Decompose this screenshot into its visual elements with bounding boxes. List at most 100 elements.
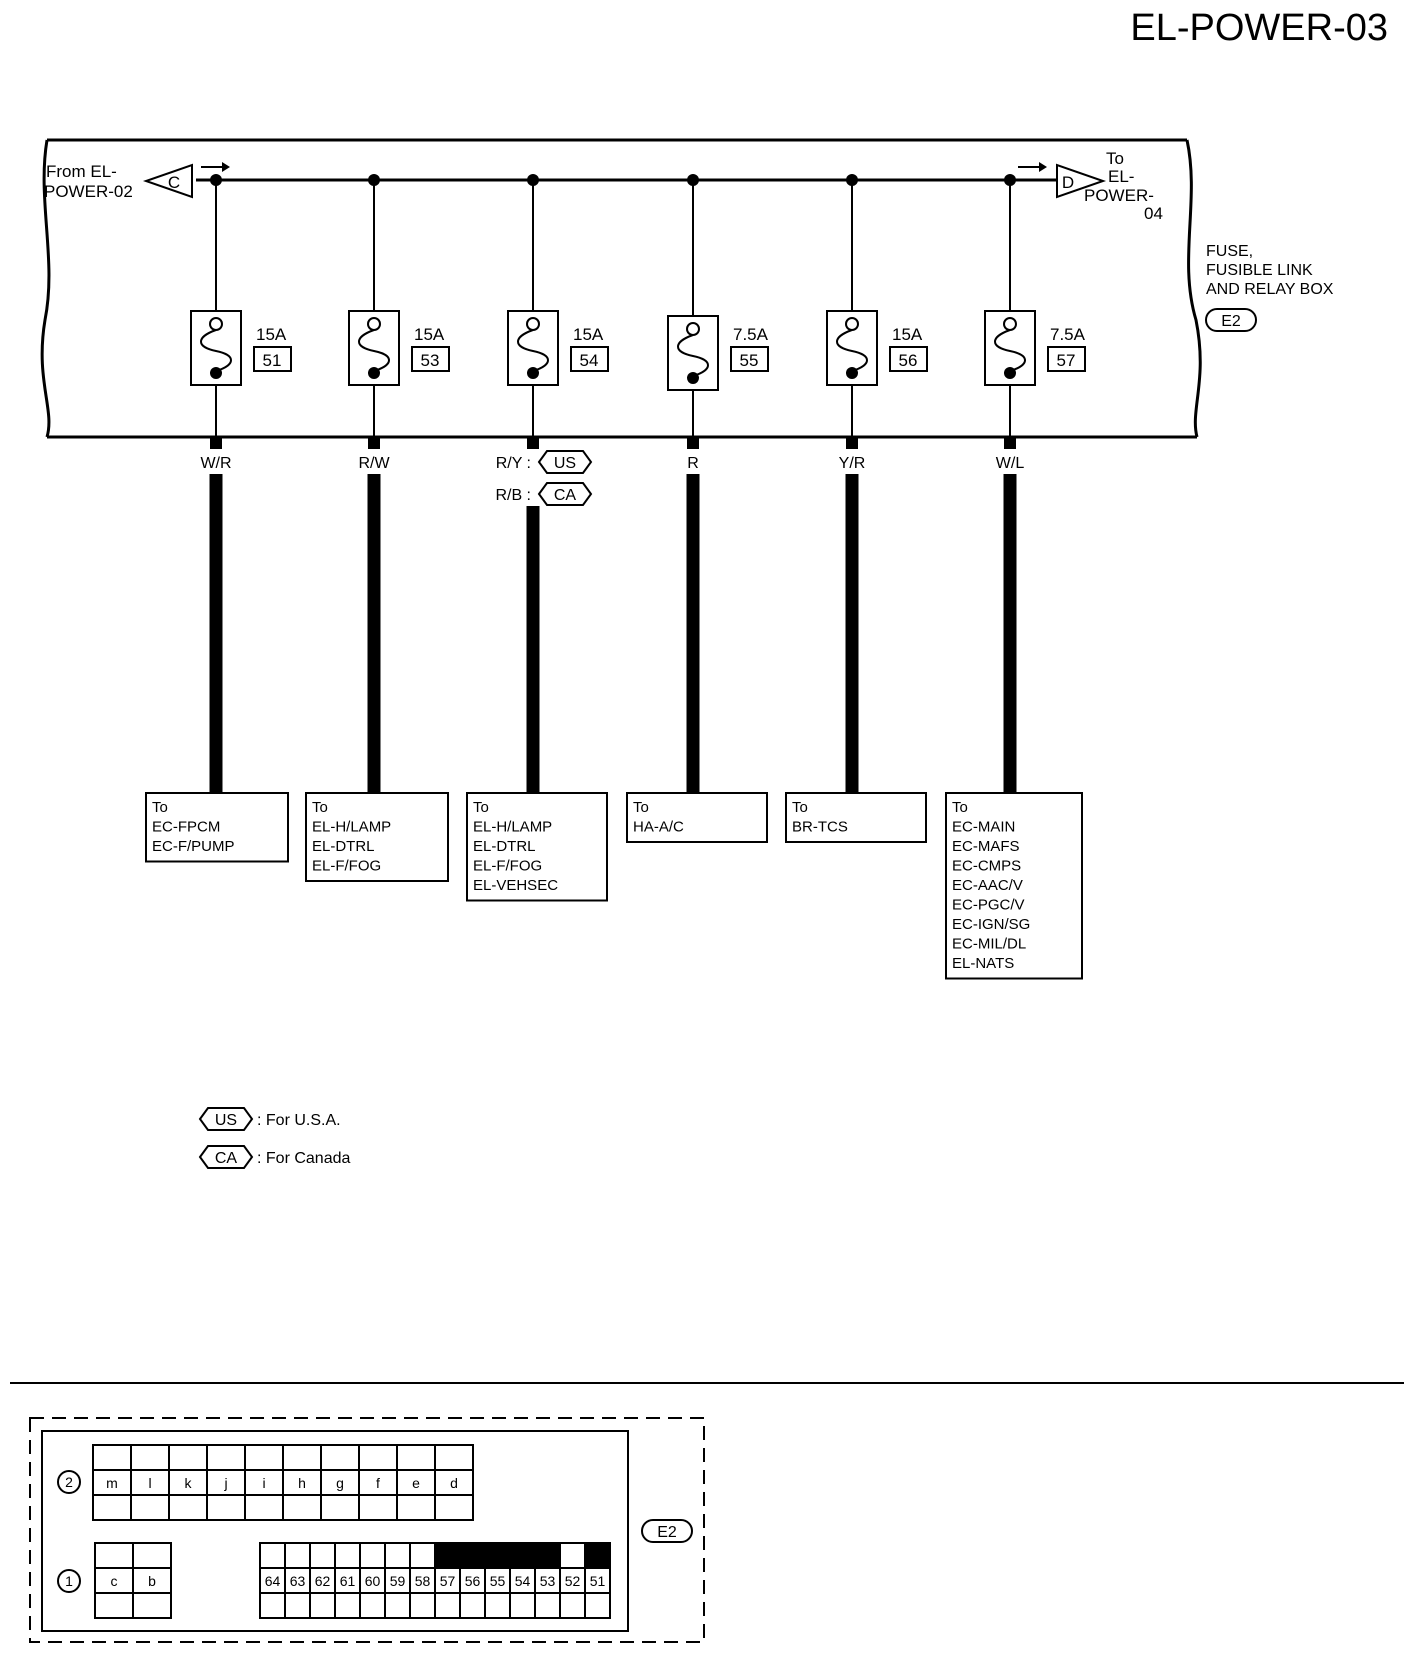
destination-line: EL-VEHSEC: [473, 877, 558, 894]
destination-line: EC-MAIN: [952, 819, 1015, 836]
to-connector-text-2: EL-: [1108, 167, 1134, 186]
destination-line: EL-H/LAMP: [473, 819, 552, 836]
terminal-cell-d: d: [450, 1475, 458, 1491]
legend-text-ca: : For Canada: [257, 1150, 350, 1167]
fuse-number-51: 51: [263, 351, 282, 370]
terminal-cell-c: c: [111, 1573, 118, 1589]
wire-color-54: R/Y :: [496, 455, 531, 472]
destination-line: To: [312, 799, 328, 816]
from-connector-letter: C: [168, 173, 180, 192]
from-connector-text-2: POWER-02: [44, 182, 133, 201]
legend-badge-ca-text: CA: [215, 1150, 238, 1167]
destination-line: To: [633, 799, 649, 816]
box-name-line-3: AND RELAY BOX: [1206, 281, 1334, 298]
to-connector-text-4: 04: [1144, 204, 1163, 223]
destination-line: EC-FPCM: [152, 819, 220, 836]
fuse-amp-56: 15A: [892, 325, 923, 344]
wire-note-badge-54-text: US: [554, 455, 576, 472]
terminal-cell-59: 59: [390, 1573, 406, 1589]
destination-line: EC-MIL/DL: [952, 936, 1026, 953]
fuse-amp-57: 7.5A: [1050, 325, 1086, 344]
fuse-number-54: 54: [580, 351, 599, 370]
terminal-cell-e: e: [412, 1475, 420, 1491]
row1-number: 1: [65, 1573, 73, 1589]
destination-line: EC-F/PUMP: [152, 838, 235, 855]
terminal-cell-61: 61: [340, 1573, 356, 1589]
to-connector-text-1: To: [1106, 149, 1124, 168]
terminal-cell-i: i: [262, 1475, 265, 1491]
terminal-cell-h: h: [298, 1475, 306, 1491]
terminal-cell-g: g: [336, 1475, 344, 1491]
legend: US : For U.S.A. CA : For Canada: [198, 1107, 350, 1169]
destination-line: EL-H/LAMP: [312, 819, 391, 836]
terminal-cell-k: k: [185, 1475, 193, 1491]
legend-badge-us: US: [198, 1107, 254, 1131]
destination-line: To: [473, 799, 489, 816]
terminal-cell-f: f: [376, 1475, 380, 1491]
destination-line: EL-DTRL: [312, 838, 375, 855]
destination-line: EL-DTRL: [473, 838, 536, 855]
destination-line: HA-A/C: [633, 819, 684, 836]
fuse-amp-53: 15A: [414, 325, 445, 344]
wire-color-56: Y/R: [839, 455, 866, 472]
terminal-cell-51: 51: [590, 1573, 606, 1589]
destination-line: To: [152, 799, 168, 816]
terminal-cell-55: 55: [490, 1573, 506, 1589]
destination-line: EC-CMPS: [952, 858, 1021, 875]
terminal-cell-m: m: [106, 1475, 118, 1491]
destination-box: [626, 792, 768, 843]
box-name-line-2: FUSIBLE LINK: [1206, 262, 1313, 279]
destination-line: To: [952, 799, 968, 816]
destination-line: EL-F/FOG: [473, 858, 542, 875]
fuse-branches: 15A51W/RToEC-FPCMEC-F/PUMP15A53R/WToEL-H…: [145, 174, 1086, 980]
legend-badge-ca: CA: [198, 1145, 254, 1169]
destination-line: EC-MAFS: [952, 838, 1020, 855]
destination-box: [945, 792, 1083, 980]
from-connector: C From EL- POWER-02: [44, 162, 230, 201]
terminal-cell-b: b: [148, 1573, 156, 1589]
destination-line: EC-AAC/V: [952, 877, 1023, 894]
fuse-number-55: 55: [740, 351, 759, 370]
connector-view-label: E2: [657, 1524, 677, 1541]
fuse-number-56: 56: [899, 351, 918, 370]
terminal-cell-52: 52: [565, 1573, 581, 1589]
destination-line: EL-NATS: [952, 955, 1014, 972]
legend-badge-us-text: US: [215, 1112, 237, 1129]
terminal-cell-l: l: [148, 1475, 151, 1491]
wire-alt-note-badge-54-text: CA: [554, 487, 577, 504]
terminal-cell-62: 62: [315, 1573, 331, 1589]
terminal-cell-63: 63: [290, 1573, 306, 1589]
destination-line: EC-PGC/V: [952, 897, 1025, 914]
destination-box: [305, 792, 449, 882]
box-connector-label: E2: [1221, 313, 1241, 330]
row2-number: 2: [65, 1474, 73, 1490]
fuse-box-name: FUSE, FUSIBLE LINK AND RELAY BOX E2: [1205, 243, 1334, 332]
wire-color-57: W/L: [996, 455, 1025, 472]
fuse-branch-57: 7.5A57W/LToEC-MAINEC-MAFSEC-CMPSEC-AAC/V…: [945, 174, 1086, 980]
box-name-line-1: FUSE,: [1206, 243, 1253, 260]
legend-text-us: : For U.S.A.: [257, 1112, 341, 1129]
wire-color-alt-54: R/B :: [495, 487, 531, 504]
destination-line: BR-TCS: [792, 819, 848, 836]
terminal-cell-64: 64: [265, 1573, 281, 1589]
terminal-cell-j: j: [223, 1475, 227, 1491]
wire-color-55: R: [687, 455, 699, 472]
page-title: EL-POWER-03: [1130, 7, 1388, 49]
terminal-cell-60: 60: [365, 1573, 381, 1589]
wire-alt-note-badge-54: CA: [537, 482, 593, 506]
terminal-cell-58: 58: [415, 1573, 431, 1589]
fuse-amp-54: 15A: [573, 325, 604, 344]
wire-note-badge-54: US: [537, 450, 593, 474]
to-connector-letter: D: [1062, 173, 1074, 192]
destination-line: EL-F/FOG: [312, 858, 381, 875]
terminal-cell-54: 54: [515, 1573, 531, 1589]
destination-box: [145, 792, 289, 863]
